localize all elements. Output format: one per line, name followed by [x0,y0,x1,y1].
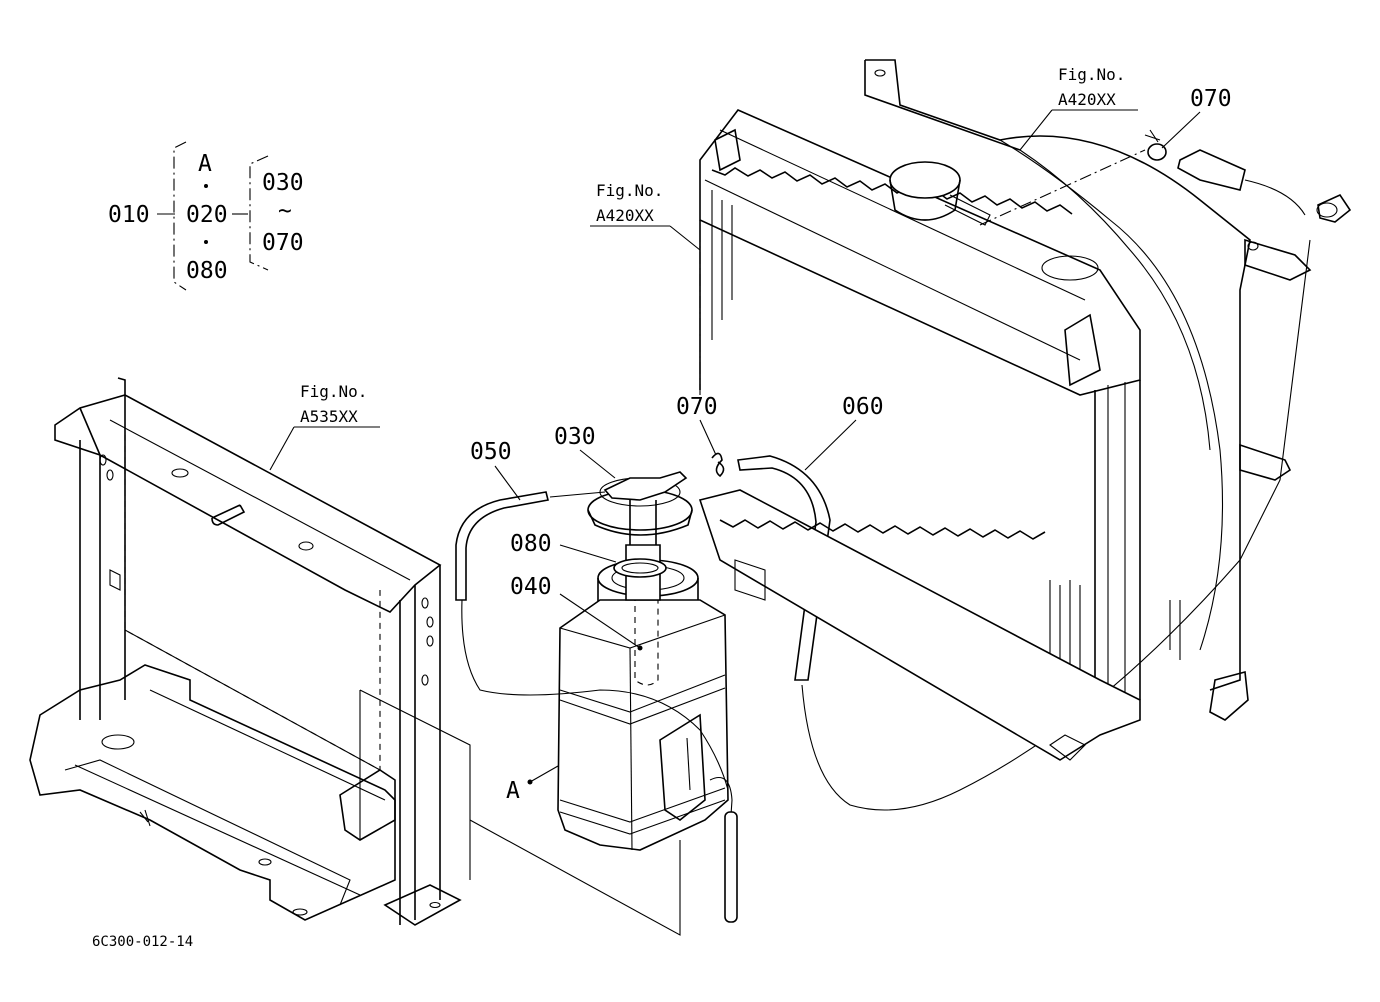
legend-assembly: 010 [108,202,150,228]
radiator [698,109,1141,761]
legend-range-start: 030 [262,170,304,196]
figref-l-code: A535XX [300,407,358,426]
callout-070-top: 070 [1161,86,1232,149]
svg-text:070: 070 [1190,86,1232,112]
callout-030: 030 [554,424,616,479]
callout-A: A [506,765,559,804]
figref-tr-code: A420XX [1058,90,1116,109]
radiator-frame-bracket [29,377,471,926]
overflow-hose [455,491,729,791]
callout-040: 040 [510,574,643,651]
svg-text:050: 050 [470,439,512,465]
svg-text:060: 060 [842,394,884,420]
legend-range-sep: ~ [278,198,292,224]
figure-ref-top-mid: Fig.No. A420XX [590,181,701,251]
top-hose [979,129,1306,226]
radiator-hose [711,239,1311,811]
callout-070-mid: 070 [676,394,718,456]
svg-text:030: 030 [554,424,596,450]
callout-080: 080 [510,531,617,563]
reserve-tank [469,559,738,936]
figref-tm-code: A420XX [596,206,654,225]
legend-group-mid: 020 [186,202,228,228]
figref-l-caption: Fig.No. [300,382,367,401]
legend-range-end: 070 [262,230,304,256]
figure-ref-left: Fig.No. A535XX [269,382,380,471]
parts-legend: 010 A 020 080 030 ~ 070 [108,141,304,291]
svg-text:080: 080 [510,531,552,557]
o-ring [613,558,667,578]
fan-shroud [864,59,1352,721]
callout-050: 050 [470,439,521,501]
diagram-id: 6C300-012-14 [92,934,193,950]
clamp-top [1147,143,1167,161]
clamp-mid [711,452,725,478]
legend-group-top: A [198,151,212,177]
svg-text:A: A [506,778,520,804]
figref-tr-caption: Fig.No. [1058,65,1125,84]
svg-text:040: 040 [510,574,552,600]
callout-060: 060 [804,394,884,471]
legend-group-bottom: 080 [186,258,228,284]
figure-ref-top-right: Fig.No. A420XX [1019,65,1138,151]
figref-tm-caption: Fig.No. [596,181,663,200]
svg-text:070: 070 [676,394,718,420]
